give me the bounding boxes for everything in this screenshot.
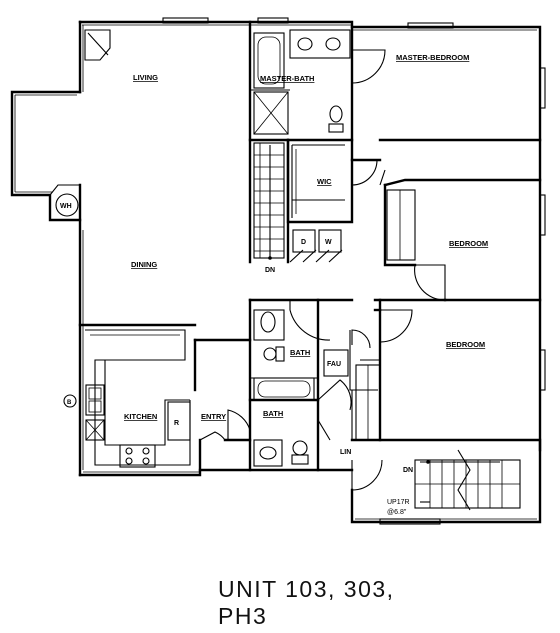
- stairs-lower: [414, 449, 521, 511]
- room-labels: LIVING DINING MASTER-BATH MASTER-BEDROOM…: [124, 53, 488, 456]
- room-bedroom-1: BEDROOM: [449, 239, 488, 248]
- stair-dn-upper: DN: [265, 267, 275, 274]
- water-heater-label: WH: [60, 203, 72, 210]
- room-bedroom-2: BEDROOM: [446, 340, 485, 349]
- balcony: [10, 90, 82, 222]
- unit-caption-line-1: UNIT 103, 303,: [218, 576, 395, 602]
- stairs-upper: [253, 142, 285, 260]
- washer-label: W: [325, 239, 332, 246]
- room-bath-1: BATH: [290, 348, 310, 357]
- exterior-walls: [78, 17, 546, 525]
- stair-dn-lower: DN: [403, 467, 413, 474]
- room-lin: LIN: [340, 449, 351, 456]
- room-wic: WIC: [317, 177, 332, 186]
- room-master-bath: MASTER-BATH: [260, 74, 314, 83]
- stair-up-note-2: @6.8": [387, 509, 407, 516]
- fixture-labels: WH D W FAU R B DN DN UP17R @6.8": [60, 203, 413, 516]
- room-master-bedroom: MASTER-BEDROOM: [396, 53, 469, 62]
- room-entry: ENTRY: [201, 412, 226, 421]
- room-kitchen: KITCHEN: [124, 412, 157, 421]
- doors: [199, 49, 446, 491]
- room-bath-2: BATH: [263, 409, 283, 418]
- b-marker-label: B: [67, 400, 72, 406]
- unit-caption: UNIT 103, 303, PH3: [218, 576, 548, 630]
- dryer-label: D: [301, 239, 306, 246]
- room-dining: DINING: [131, 260, 157, 269]
- range-hood-label: R: [174, 420, 179, 427]
- fixtures: [63, 29, 416, 468]
- unit-caption-line-2: PH3: [218, 603, 268, 629]
- fau-label: FAU: [327, 361, 341, 368]
- interior-walls: [78, 20, 542, 472]
- room-living: LIVING: [133, 73, 158, 82]
- stair-up-note-1: UP17R: [387, 499, 410, 506]
